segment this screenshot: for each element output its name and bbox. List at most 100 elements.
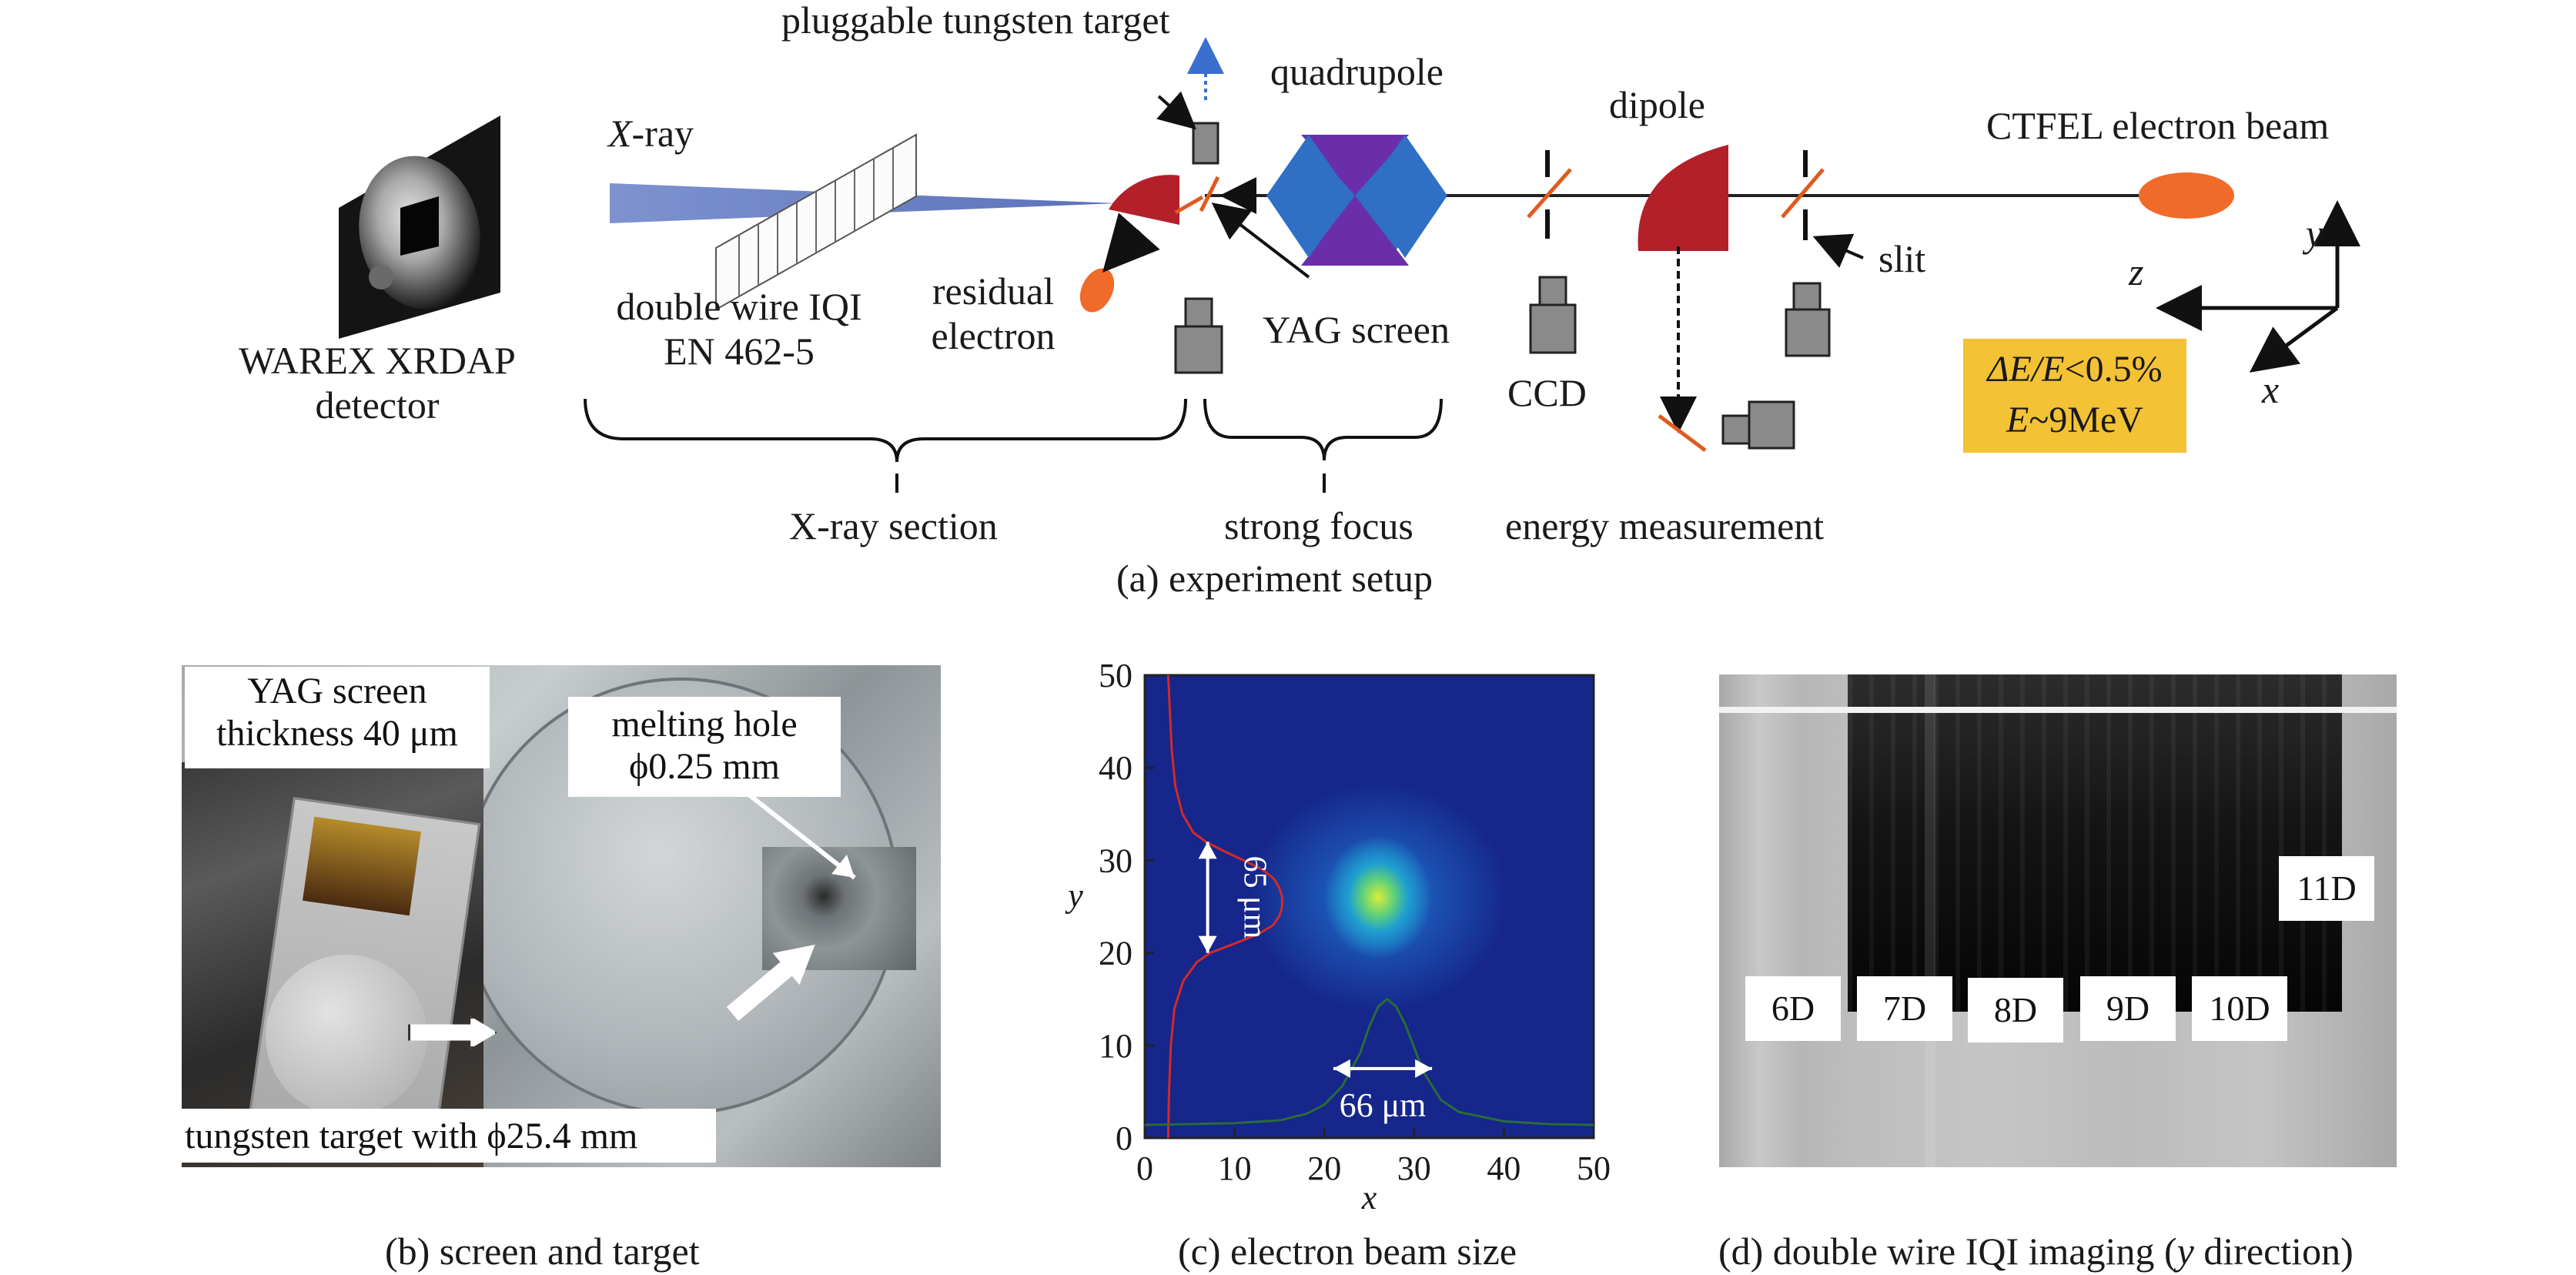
iqi-wire-1 [1925,674,1935,1167]
profile-y-line [1166,674,1283,1139]
melt-label-line1: melting hole [611,704,798,745]
y-tick-label: 20 [1099,935,1132,972]
ccd-label: CCD [1507,371,1587,414]
y-tick-label: 30 [1099,842,1132,879]
iqi-label-11d: 11D [2279,856,2374,921]
x-tick-label: 50 [1577,1150,1611,1187]
x-size-arrowhead [1333,1059,1350,1078]
y-tick-label: 40 [1099,749,1132,787]
ccd-screen [1527,168,1572,219]
iqi-label-7d: 7D [1857,976,1952,1041]
param-E-val: ~9MeV [2029,400,2143,440]
param-E: E [2006,400,2029,440]
iqi-label: double wire IQI EN 462-5 [585,285,893,373]
camera-energy [1721,400,1795,450]
yag-label-box: YAG screen thickness 40 μm [185,667,490,768]
axis-y-label: y [2306,212,2323,255]
yag-label-line1: YAG screen [247,671,427,711]
x-tick-label: 20 [1307,1150,1341,1187]
x-tick-label: 10 [1218,1150,1252,1187]
section-focus-label: strong focus [1224,504,1413,547]
y-tick-label: 0 [1116,1119,1132,1157]
caption-d-pre: (d) double wire IQI imaging ( [1718,1230,2177,1273]
target-label: tungsten target with ϕ25.4 mm [185,1116,638,1156]
residual-label-line1: residual [932,269,1055,313]
yag-segment [1174,195,1204,215]
iqi-label-6d: 6D [1745,976,1841,1041]
quadrupole-label: quadrupole [1270,50,1444,93]
electron-beam-blob [2139,172,2234,219]
plot-frame [1143,674,1595,1139]
residual-label: residual electron [908,269,1078,358]
residual-electron-blob [1079,268,1115,313]
brace-xray [584,398,1187,463]
camera-ccd [1529,276,1577,354]
caption-b: (b) screen and target [385,1230,700,1273]
melt-label-line2: ϕ0.25 mm [629,746,780,788]
param-dE-val: <0.5% [2064,349,2163,390]
param-dE: ΔE/E [1987,349,2065,390]
y-tick-label: 10 [1099,1027,1132,1065]
y-size-arrowhead [1198,842,1217,859]
iqi-dark-stripes [1848,674,2342,1012]
energy-screen [1658,414,1707,452]
detector-label: WAREX XRDAP detector [216,339,539,427]
xray-label-rest: -ray [631,112,694,155]
caption-c: (c) electron beam size [1178,1230,1517,1273]
y-size-label: 65 μm [1237,856,1273,939]
x-axis-label: x [1361,1179,1377,1216]
iqi-dark-region [1848,674,2342,1012]
x-tick-label: 0 [1136,1150,1153,1187]
caption-d-post: direction) [2193,1230,2354,1273]
y-size-arrowhead [1198,935,1217,953]
caption-d: (d) double wire IQI imaging (y direction… [1718,1230,2354,1274]
y-axis-label: y [1065,877,1083,915]
brace-focus [1203,398,1443,461]
camera-slit [1785,282,1831,357]
target-label-box: tungsten target with ϕ25.4 mm [182,1109,716,1163]
heatmap-plot [1145,675,1594,1138]
iqi-label-8d: 8D [1968,978,2063,1042]
setup-schematic [339,37,2360,493]
x-size-arrowhead [1415,1059,1433,1078]
y-tick-label: 50 [1099,657,1132,694]
section-xray-label: X-ray section [789,504,998,547]
param-line1: ΔE/E<0.5% [1963,348,2186,390]
melt-label-box: melting hole ϕ0.25 mm [568,697,841,797]
detector-label-line1: WAREX XRDAP [239,339,516,382]
iqi-label-line1: double wire IQI [616,285,862,328]
axis-x-label: x [2262,368,2280,411]
axis-z-label: z [2129,250,2144,293]
iqi-plate [715,133,917,311]
caption-a: (a) experiment setup [1116,557,1433,600]
iqi-bright-line [1719,707,2397,713]
beam-label: CTFEL electron beam [1986,104,2330,147]
camera-yag [1174,297,1223,374]
param-line2: E~9MeV [1963,399,2186,441]
target-pointer-arrow [1156,91,1196,130]
detector-panel [339,115,500,339]
yag-screen-label: YAG screen [1263,308,1450,351]
x-tick-label: 30 [1397,1150,1431,1187]
pluggable-target [1192,122,1219,165]
tungsten-small-disc [266,955,427,1116]
detector-label-line2: detector [315,383,440,427]
x-tick-label: 40 [1487,1150,1521,1187]
profile-x-line [1144,997,1594,1126]
caption-d-italic: y [2176,1230,2194,1273]
iqi-label-line2: EN 462-5 [664,329,815,373]
param-box [1963,339,2186,453]
slit-screen [1781,168,1825,219]
yag-label-line2: thickness 40 μm [216,713,458,755]
dipole-magnet-body [1638,145,1728,251]
axes-triad [2156,200,2360,373]
yag-pointer-arrow [1211,202,1310,279]
slit-pointer-arrow [1812,233,1864,268]
residual-label-line2: electron [931,313,1055,357]
melt-arrow [745,791,856,880]
slit-label: slit [1878,237,1926,280]
iqi-label-10d: 10D [2192,976,2287,1041]
xray-label: X-ray [608,112,694,156]
